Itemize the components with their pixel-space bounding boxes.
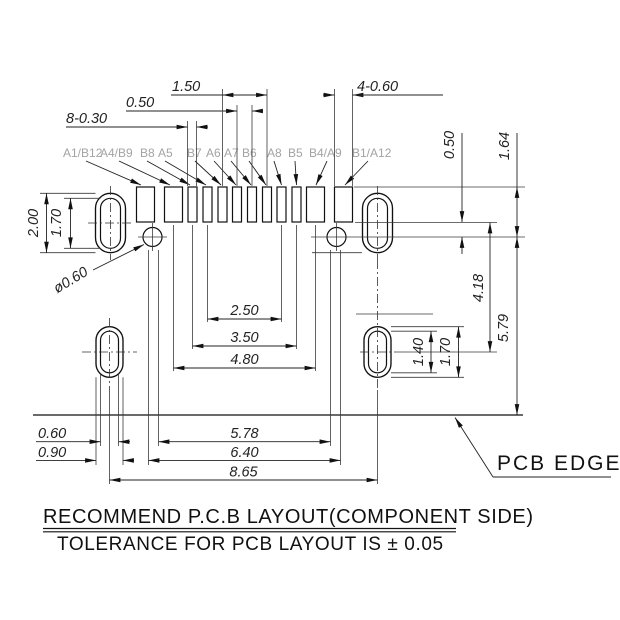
pad-a4-b9 bbox=[163, 186, 184, 223]
dim-span-slot-centers: 8.65 bbox=[229, 465, 258, 481]
pad-b4-a9 bbox=[305, 186, 326, 223]
dim-upper-slot-drill-height: 1.70 bbox=[49, 209, 65, 237]
pin-leader-arrows bbox=[85, 160, 369, 186]
pin-label-b7: B7 bbox=[187, 146, 202, 160]
left-dimensions: 2.00 1.70 ø0.60 bbox=[26, 192, 145, 297]
pad-a8 bbox=[276, 186, 287, 223]
dim-hole-to-pcb-edge: 5.79 bbox=[496, 314, 512, 342]
pin-label-a4-b9: A4/B9 bbox=[100, 146, 133, 160]
lower-slots bbox=[82, 260, 396, 390]
dim-span-hole-outer: 6.40 bbox=[230, 445, 258, 461]
pad-b8 bbox=[187, 186, 198, 223]
pad-row bbox=[135, 186, 354, 223]
dim-pad-bottom-to-hole: 0.50 bbox=[442, 131, 458, 159]
pin-label-b5: B5 bbox=[288, 146, 303, 160]
title-line1: RECOMMEND P.C.B LAYOUT(COMPONENT SIDE) bbox=[43, 506, 534, 528]
pin-label-b1-a12: B1/A12 bbox=[352, 146, 392, 160]
dim-pad-top-to-hole: 1.64 bbox=[497, 132, 513, 160]
dim-span-hole-inner: 5.78 bbox=[230, 426, 258, 442]
bottom-dimensions: 0.60 0.90 5.78 6.40 8.65 bbox=[36, 250, 378, 484]
dim-upper-slot-pad-height: 2.00 bbox=[26, 209, 42, 238]
pad-a7 bbox=[246, 186, 258, 223]
dim-span-inner-pads: 2.50 bbox=[229, 303, 258, 319]
middle-dimensions: 2.50 3.50 4.80 bbox=[173, 225, 316, 371]
title-line2: TOLERANCE FOR PCB LAYOUT IS ± 0.05 bbox=[57, 534, 444, 555]
top-dimensions: 8-0.30 0.50 1.50 4-0.60 bbox=[66, 79, 443, 186]
pin-labels: A1/B12 A4/B9 B8 A5 B7 A6 A7 B6 A8 B5 B4/… bbox=[63, 146, 392, 186]
dim-hole-to-lower-slot: 4.18 bbox=[471, 274, 487, 302]
pad-a1-b12 bbox=[135, 186, 156, 223]
dim-span-wide-pads: 4.80 bbox=[230, 352, 258, 368]
pcb-edge: PCB EDGE bbox=[33, 414, 620, 478]
dim-hole-diameter: ø0.60 bbox=[51, 264, 91, 297]
dim-wide-pad-width: 4-0.60 bbox=[357, 79, 398, 95]
right-extension-lines bbox=[312, 186, 525, 353]
pad-b5 bbox=[291, 186, 302, 223]
pin-label-a7: A7 bbox=[224, 146, 239, 160]
dim-narrow-pad-width: 8-0.30 bbox=[66, 111, 107, 127]
dim-lower-slot-drill-height: 1.40 bbox=[411, 338, 427, 366]
dim-pad-pitch: 0.50 bbox=[126, 95, 154, 111]
pad-b6 bbox=[261, 186, 273, 223]
dim-center-group-span: 1.50 bbox=[172, 79, 200, 95]
dim-lower-slot-pad-width: 0.90 bbox=[38, 445, 66, 461]
dim-lower-slot-drill-width: 0.60 bbox=[38, 426, 66, 442]
pin-label-a8: A8 bbox=[267, 146, 282, 160]
pin-label-b4-a9: B4/A9 bbox=[309, 146, 342, 160]
pin-label-b6: B6 bbox=[242, 146, 257, 160]
dim-span-narrow-pads: 3.50 bbox=[230, 330, 258, 346]
pin-label-a6: A6 bbox=[206, 146, 221, 160]
title-block: RECOMMEND P.C.B LAYOUT(COMPONENT SIDE) T… bbox=[43, 506, 534, 555]
pad-a5 bbox=[202, 186, 213, 223]
pin-label-a5: A5 bbox=[158, 146, 173, 160]
pcb-edge-label: PCB EDGE bbox=[497, 452, 620, 475]
pad-b1-a12 bbox=[333, 186, 354, 223]
pad-b7 bbox=[217, 186, 228, 223]
through-holes bbox=[138, 223, 353, 251]
pin-label-a1-b12: A1/B12 bbox=[63, 146, 103, 160]
pin-label-b8: B8 bbox=[140, 146, 155, 160]
dim-lower-slot-pad-height: 1.70 bbox=[438, 338, 454, 366]
pad-a6 bbox=[231, 186, 243, 223]
upper-slots bbox=[88, 186, 394, 260]
right-dimensions: 0.50 1.64 5.79 4.18 1.40 1.70 bbox=[391, 131, 520, 415]
